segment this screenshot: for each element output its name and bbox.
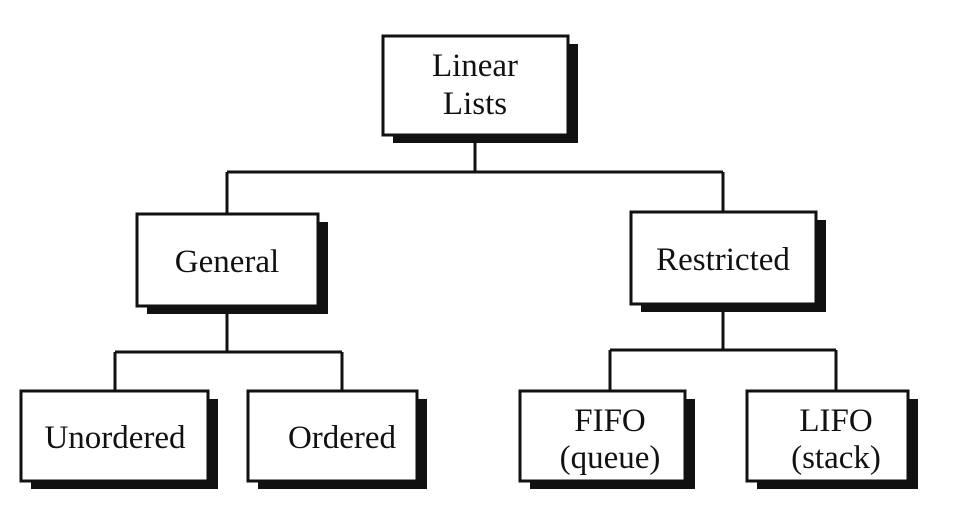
- node-unordered-label: Unordered: [44, 420, 186, 456]
- svg-text:(queue): (queue): [560, 440, 661, 476]
- svg-text:LIFO: LIFO: [799, 403, 872, 439]
- svg-text:FIFO: FIFO: [574, 403, 646, 439]
- edge-root-to-general-restricted: [225, 135, 725, 214]
- node-restricted: Restricted: [629, 210, 826, 312]
- node-lifo-line-2: (stack): [791, 440, 881, 476]
- connectors: [113, 135, 838, 391]
- node-lifo: LIFO (stack): [745, 389, 918, 489]
- node-ordered: Ordered: [246, 389, 427, 489]
- node-linear-lists-line-1: Linear: [432, 48, 518, 84]
- node-linear-lists-line-2: Lists: [443, 86, 507, 122]
- svg-text:Lists: Lists: [443, 86, 507, 122]
- edge-general-to-children: [113, 306, 344, 391]
- svg-text:Linear: Linear: [432, 48, 518, 84]
- svg-text:Restricted: Restricted: [656, 242, 790, 278]
- node-general-label: General: [175, 244, 279, 280]
- svg-text:Ordered: Ordered: [288, 420, 397, 456]
- node-restricted-label: Restricted: [656, 242, 790, 278]
- node-linear-lists: Linear Lists: [381, 34, 578, 143]
- node-unordered: Unordered: [19, 389, 218, 489]
- svg-text:(stack): (stack): [791, 440, 881, 476]
- node-lifo-line-1: LIFO: [799, 403, 872, 439]
- svg-text:Unordered: Unordered: [44, 420, 186, 456]
- node-general: General: [135, 212, 328, 314]
- edge-restricted-to-children: [608, 304, 838, 391]
- node-fifo-line-2: (queue): [560, 440, 661, 476]
- svg-text:General: General: [175, 244, 279, 280]
- node-fifo: FIFO (queue): [518, 389, 695, 489]
- node-ordered-label: Ordered: [288, 420, 397, 456]
- node-fifo-line-1: FIFO: [574, 403, 646, 439]
